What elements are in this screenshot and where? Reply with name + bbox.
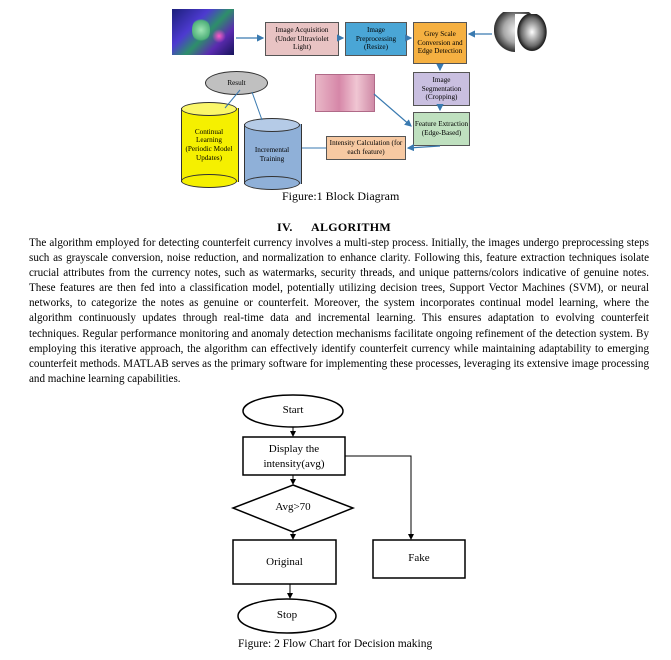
display-label-line2: intensity(avg) xyxy=(263,458,325,470)
stop-oval xyxy=(237,598,337,634)
block-diagram-arrows xyxy=(224,30,492,152)
incremental-training-label: Incremental Training xyxy=(254,146,290,163)
uv-banknote-image xyxy=(172,9,234,55)
image-segmentation-box: Image Segmentation (Cropping) xyxy=(413,72,470,106)
display-box xyxy=(242,436,346,476)
continual-learning-cylinder: Continual Learning (Periodic Model Updat… xyxy=(181,100,239,190)
decision-label: Avg>70 xyxy=(275,501,311,513)
figure1-caption: Figure:1 Block Diagram xyxy=(282,189,400,203)
image-preprocessing-box: Image Preprocessing (Resize) xyxy=(345,22,407,56)
continual-learning-label: Continual Learning (Periodic Model Updat… xyxy=(185,127,233,162)
annotated-banknote-image xyxy=(315,74,375,112)
original-box xyxy=(232,539,337,585)
stop-label: Stop xyxy=(276,609,298,621)
incremental-training-cylinder: Incremental Training xyxy=(244,116,302,192)
section-number: IV. xyxy=(277,220,293,234)
grey-scale-box: Grey Scale Conversion and Edge Detection xyxy=(413,22,467,64)
feature-extraction-box: Feature Extraction (Edge-Based) xyxy=(413,112,470,146)
display-label-line1: Display the xyxy=(268,443,320,455)
algorithm-paragraph: The algorithm employed for detecting cou… xyxy=(29,237,649,385)
edge-portrait-image xyxy=(515,14,549,54)
start-label: Start xyxy=(282,404,304,416)
section-title: ALGORITHM xyxy=(311,220,392,234)
fake-box xyxy=(372,539,466,579)
original-label: Original xyxy=(266,556,303,568)
image-acquisition-box: Image Acquisition (Under Ultraviolet Lig… xyxy=(265,22,339,56)
figure2-caption: Figure: 2 Flow Chart for Decision making xyxy=(238,638,433,650)
fake-label: Fake xyxy=(408,552,430,564)
intensity-calculation-box: Intensity Calculation (for each feature) xyxy=(326,136,406,160)
